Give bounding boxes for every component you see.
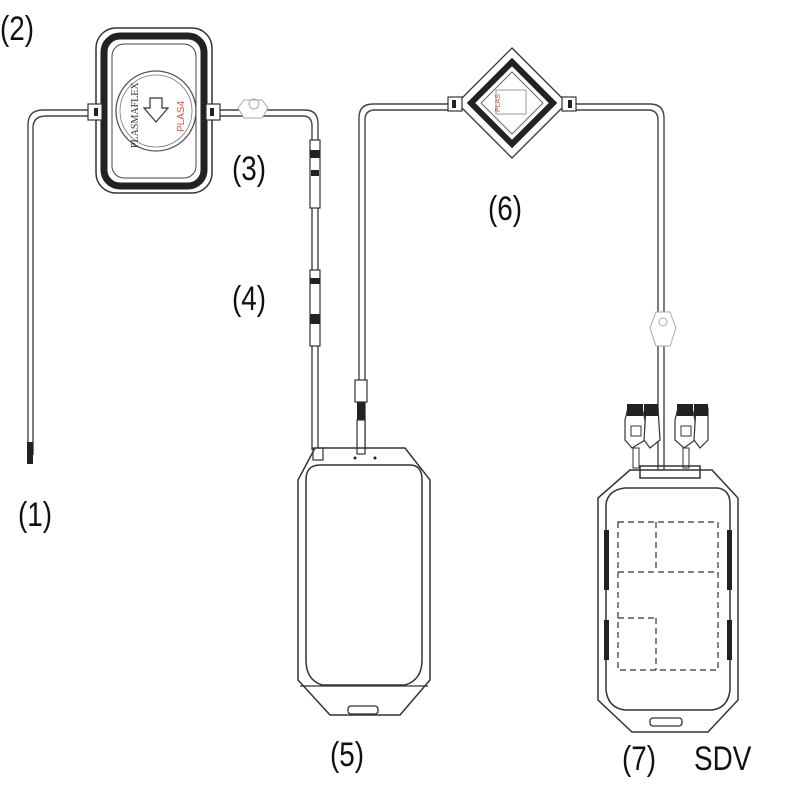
- spike-connector: [27, 442, 33, 464]
- label-sdv: SDV: [694, 740, 752, 778]
- collection-bag: [297, 379, 431, 716]
- bag7-port-left: [624, 404, 661, 469]
- label-sdv-bag: (7): [622, 740, 657, 778]
- filter-brand-text: PLASMAFLEX: [130, 82, 141, 148]
- filter-model-text: PLAS4: [176, 100, 187, 132]
- svg-text:PLAS: PLAS: [495, 94, 502, 112]
- tube-filter-to-bag5: [210, 109, 319, 450]
- flow-arrow-icon: [142, 97, 170, 123]
- tube-clip-2: [649, 311, 677, 347]
- label-leukocyte-filter: (2): [0, 10, 35, 48]
- label-filter-6: (6): [488, 190, 523, 228]
- tubing: [27, 103, 665, 470]
- label-connector-4: (4): [232, 280, 267, 318]
- inline-connector-4: [309, 269, 321, 347]
- diamond-filter: PLAS: [447, 47, 577, 159]
- label-connector-3: (3): [232, 150, 267, 188]
- tube-bag5-to-filter6: [358, 103, 456, 450]
- sdv-bag: [597, 404, 739, 733]
- leukocyte-filter: PLASMAFLEX PLAS4: [87, 27, 221, 194]
- bag7-label-area: [617, 521, 719, 671]
- label-collection-bag: (5): [330, 736, 365, 774]
- label-spike: (1): [18, 496, 53, 534]
- tube-clip: [237, 98, 269, 119]
- bag7-port-right: [674, 404, 709, 469]
- tube-filter6-to-bag7: [568, 103, 665, 470]
- tube-spike-to-filter: [27, 109, 100, 455]
- inline-connector-3: [309, 139, 321, 209]
